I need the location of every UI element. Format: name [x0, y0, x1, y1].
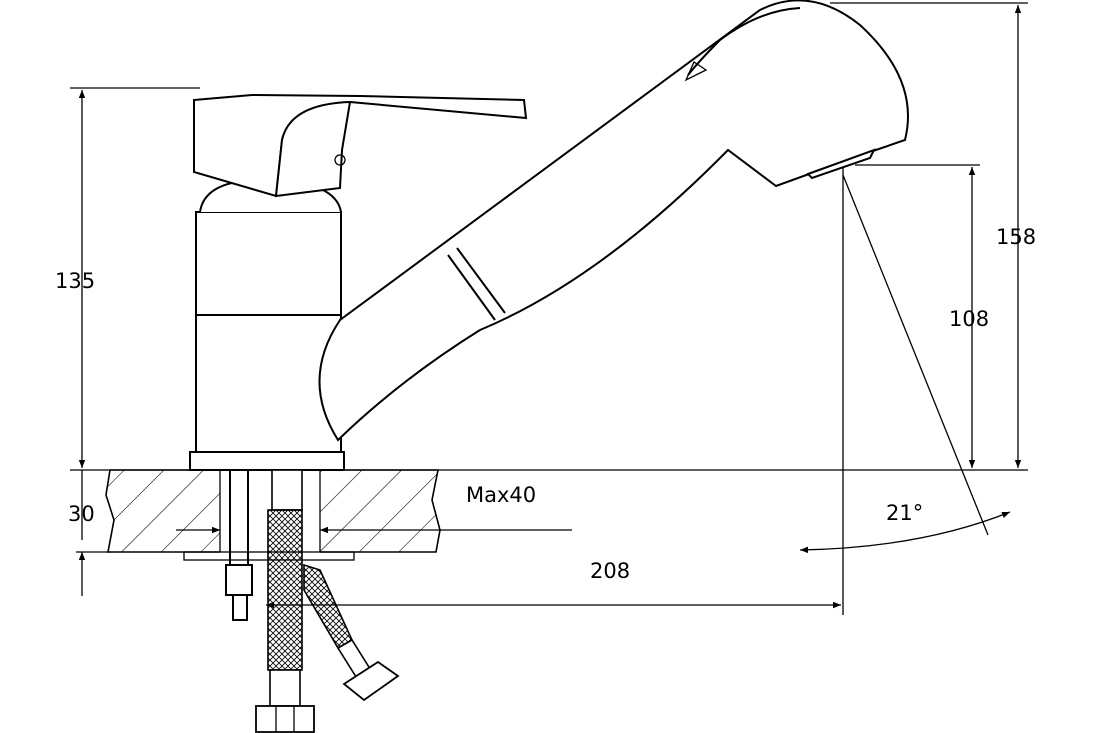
faucet-body: [189, 0, 909, 471]
dim-countertop-thickness: 30: [68, 502, 95, 526]
dim-swivel-angle: 21°: [886, 501, 923, 525]
dim-spout-reach: 208: [590, 559, 630, 583]
dim-height-total: 158: [996, 225, 1036, 249]
supply-hoses: [255, 469, 400, 733]
mounting-stud: [225, 469, 253, 621]
dim-spout-height: 108: [949, 307, 989, 331]
dimension-lines: [78, 5, 1022, 609]
dim-max-countertop: Max40: [466, 483, 536, 507]
dim-height-body: 135: [55, 269, 95, 293]
